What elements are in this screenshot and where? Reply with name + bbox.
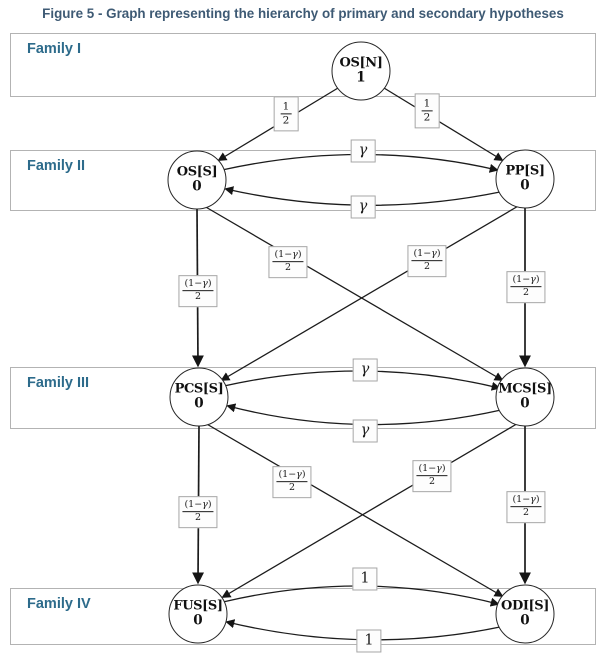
fraction-numerator: (1−γ) — [182, 278, 214, 292]
family-label: Family I — [27, 41, 81, 57]
edge-label-half-right: 1 2 — [414, 93, 440, 129]
fraction-denominator: 2 — [428, 476, 436, 488]
edge-label-one-bottom: 1 — [356, 629, 382, 653]
fraction-denominator: 2 — [423, 111, 431, 124]
edge-label-1mg2-vright-f34: (1−γ) 2 — [506, 491, 546, 523]
fraction-numerator: (1−γ) — [510, 274, 542, 288]
fraction-numerator: (1−γ) — [411, 248, 443, 262]
node-pp-s: PP[S] 0 — [495, 149, 555, 209]
node-os-s: OS[S] 0 — [167, 150, 227, 210]
fraction-denominator: 2 — [194, 291, 202, 303]
edge-label-1mg2-vleft-f34: (1−γ) 2 — [178, 496, 218, 528]
fraction-numerator: (1−γ) — [416, 463, 448, 477]
fraction-numerator: (1−γ) — [182, 499, 214, 513]
family-box-1: Family I — [10, 33, 596, 97]
node-os-n: OS[N] 1 — [331, 41, 391, 101]
node-fus-s: FUS[S] 0 — [168, 584, 228, 644]
fraction-numerator: (1−γ) — [276, 469, 308, 483]
node-value: 0 — [193, 612, 203, 629]
edge-label-1mg2-dleft-f23: (1−γ) 2 — [268, 246, 308, 278]
fraction-denominator: 2 — [522, 287, 530, 299]
family-label: Family II — [27, 158, 86, 174]
node-name: PP[S] — [505, 163, 545, 179]
node-name: MCS[S] — [498, 381, 552, 397]
edge-label-gamma-f3-top: γ — [352, 358, 378, 382]
node-odi-s: ODI[S] 0 — [495, 584, 555, 644]
family-label: Family III — [27, 375, 90, 391]
fraction-numerator: 1 — [280, 100, 292, 115]
node-value: 0 — [520, 395, 530, 412]
edge-label-half-left: 1 2 — [273, 96, 299, 132]
edge-label-1mg2-dleft-f34: (1−γ) 2 — [272, 466, 312, 498]
fraction-denominator: 2 — [282, 114, 290, 127]
node-mcs-s: MCS[S] 0 — [495, 367, 555, 427]
fraction-denominator: 2 — [284, 262, 292, 274]
node-name: OS[S] — [176, 164, 218, 180]
node-name: FUS[S] — [173, 598, 223, 614]
node-value: 0 — [520, 177, 530, 194]
fraction-denominator: 2 — [522, 507, 530, 519]
edge-label-gamma-f2-bottom: γ — [350, 195, 376, 219]
edge-label-gamma-f2-top: γ — [350, 139, 376, 163]
node-value: 0 — [520, 612, 530, 629]
node-name: OS[N] — [339, 55, 383, 71]
family-box-3: Family III — [10, 367, 596, 429]
node-value: 0 — [192, 178, 202, 195]
edge-label-gamma-f3-bottom: γ — [352, 419, 378, 443]
fraction-denominator: 2 — [194, 512, 202, 524]
node-name: PCS[S] — [174, 381, 224, 397]
edge-label-1mg2-vright-f23: (1−γ) 2 — [506, 271, 546, 303]
fraction-numerator: (1−γ) — [510, 494, 542, 508]
family-box-2: Family II — [10, 150, 596, 211]
node-value: 1 — [356, 69, 366, 86]
edge-label-1mg2-vleft-f23: (1−γ) 2 — [178, 275, 218, 307]
edge-label-1mg2-dright-f34: (1−γ) 2 — [412, 460, 452, 492]
node-name: ODI[S] — [501, 598, 549, 614]
node-pcs-s: PCS[S] 0 — [169, 367, 229, 427]
fraction-denominator: 2 — [423, 261, 431, 273]
fraction-numerator: (1−γ) — [272, 249, 304, 263]
figure-title: Figure 5 - Graph representing the hierar… — [42, 6, 564, 21]
fraction-numerator: 1 — [421, 97, 433, 112]
fraction-denominator: 2 — [288, 482, 296, 494]
node-value: 0 — [194, 395, 204, 412]
family-label: Family IV — [27, 596, 91, 612]
edge-label-one-top: 1 — [352, 567, 378, 591]
edge-label-1mg2-dright-f23: (1−γ) 2 — [407, 245, 447, 277]
